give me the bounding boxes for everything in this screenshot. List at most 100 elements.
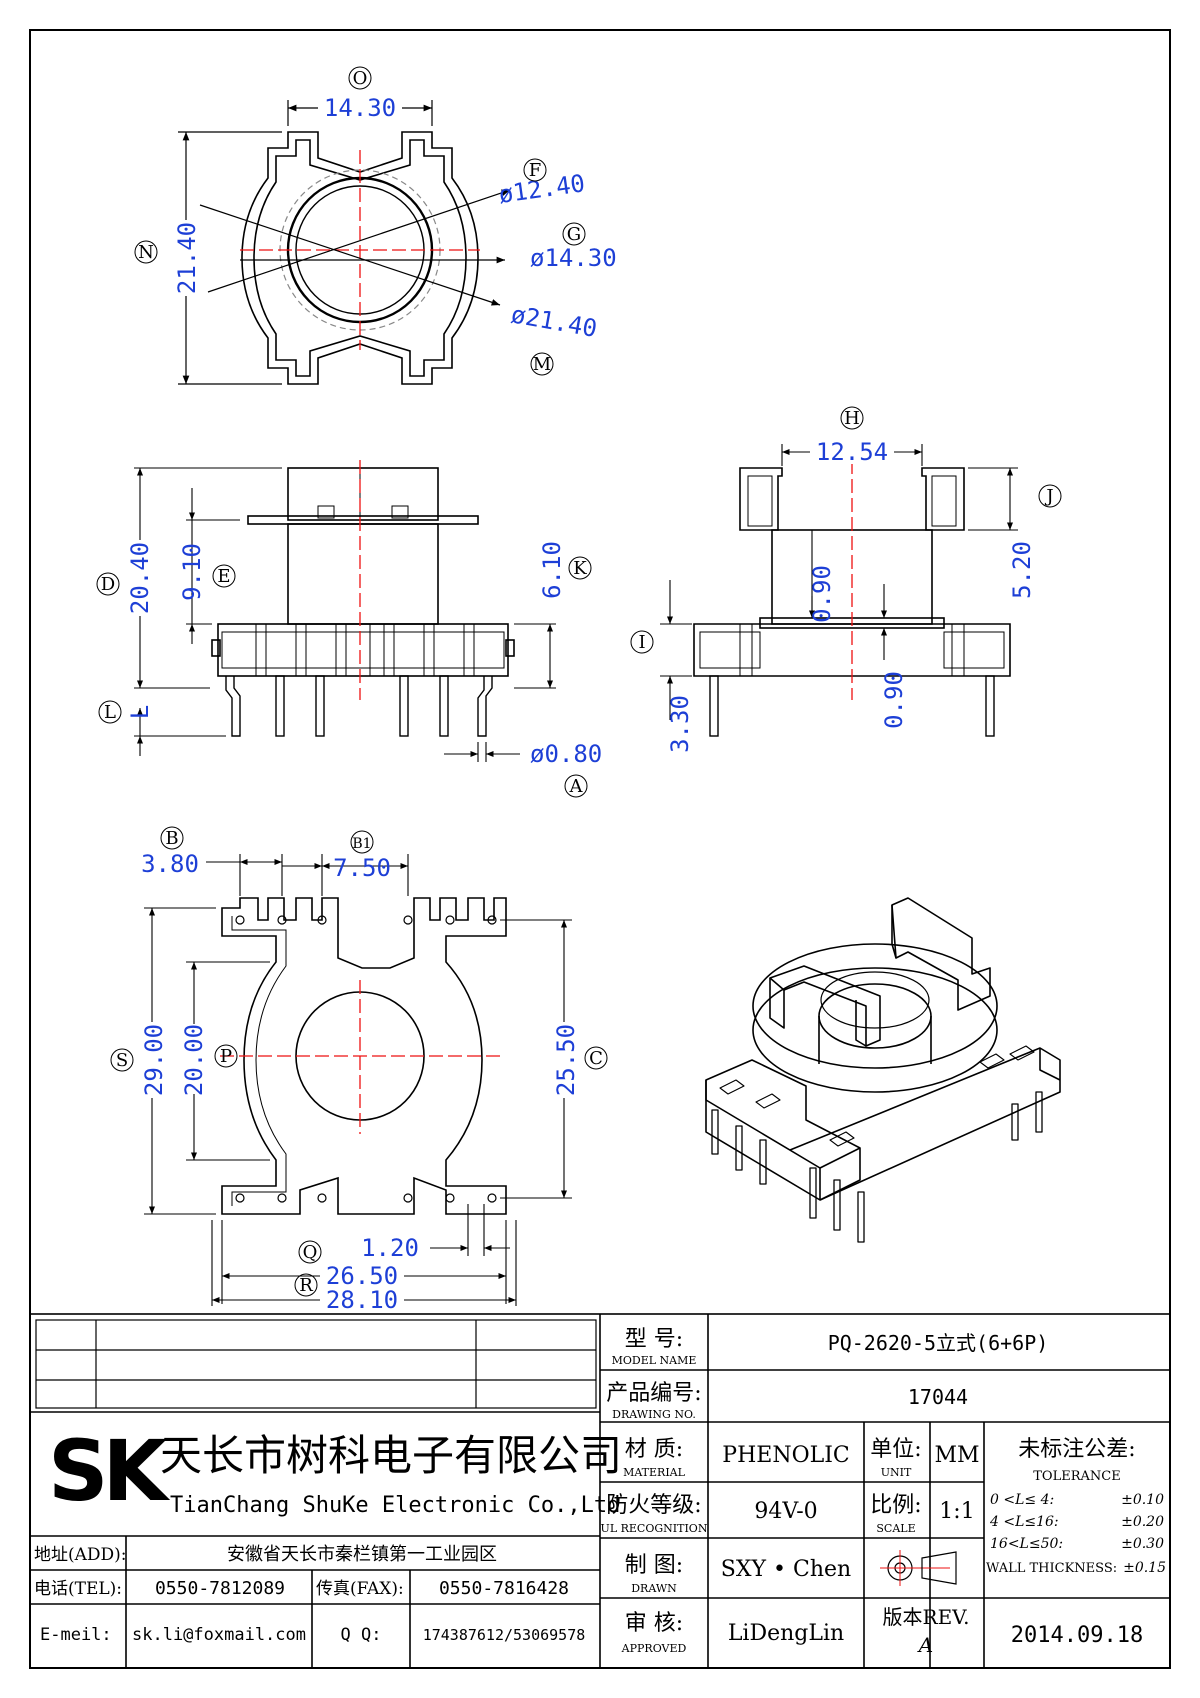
unit-label-en: UNIT: [881, 1466, 912, 1479]
dim-diameter-inner: ø12.40: [497, 169, 587, 209]
svg-text:F: F: [529, 160, 542, 181]
tolerance-value-1: ±0.10: [1121, 1492, 1164, 1508]
svg-text:L: L: [104, 702, 116, 723]
dim-diameter-outer: ø21.40: [509, 300, 599, 343]
label-D: D: [96, 572, 120, 596]
model-label-en: MODEL NAME: [612, 1354, 697, 1367]
svg-text:B1: B1: [352, 836, 371, 852]
email-label: E-meil:: [40, 1625, 112, 1645]
label-B: B: [160, 826, 184, 850]
bottom-view-annotations: 3.80 7.50 29.00 20.00 25.50 1.20 26.50 2…: [110, 826, 608, 1314]
material-value: PHENOLIC: [722, 1443, 849, 1468]
svg-text:S: S: [116, 1050, 128, 1071]
svg-text:B: B: [165, 828, 178, 849]
isometric-view: [705, 897, 1061, 1243]
dim-bottom-pitch-b: 3.80: [141, 850, 199, 878]
label-J: J: [1038, 484, 1062, 508]
approved-label-en: APPROVED: [621, 1642, 687, 1655]
unit-label: 单位:: [870, 1437, 921, 1462]
unit-value: MM: [934, 1443, 979, 1468]
qq-value: 174387612/53069578: [423, 1626, 586, 1644]
approved-label: 审 核:: [625, 1611, 683, 1636]
svg-text:C: C: [589, 1048, 603, 1069]
svg-text:Q: Q: [303, 1242, 318, 1263]
dim-bottom-total-h: 29.00: [140, 1024, 168, 1096]
dim-front-flange: 9.10: [178, 543, 206, 601]
label-G: G: [562, 222, 586, 246]
tolerance-value-3: ±0.30: [1121, 1536, 1164, 1552]
dim-bottom-slot: 1.20: [361, 1234, 419, 1262]
label-N: N: [134, 240, 158, 264]
title-block: [29, 1313, 1171, 1669]
svg-text:J: J: [1044, 486, 1053, 507]
drawing-value: 17044: [908, 1385, 968, 1409]
addr-value: 安徽省天长市秦栏镇第一工业园区: [227, 1544, 497, 1565]
label-E: E: [212, 564, 236, 588]
approved-value: LiDengLin: [728, 1621, 844, 1646]
svg-text:O: O: [353, 68, 368, 89]
svg-text:R: R: [299, 1275, 313, 1296]
dim-side-flange-2: 0.90: [880, 671, 908, 729]
dim-side-base: 3.30: [666, 695, 694, 753]
tolerance-value-4: ±0.15: [1123, 1560, 1166, 1576]
material-label: 材 质:: [625, 1437, 683, 1462]
side-view: [660, 444, 1018, 737]
dim-top-width: 14.30: [324, 94, 396, 122]
label-F: F: [523, 158, 547, 182]
drawn-label: 制 图:: [625, 1553, 683, 1578]
tolerance-title-en: TOLERANCE: [1033, 1469, 1120, 1484]
svg-text:K: K: [573, 558, 587, 579]
label-Q: Q: [298, 1240, 322, 1264]
label-B1: B1: [350, 830, 374, 854]
drawing-label-en: DRAWING NO.: [612, 1408, 696, 1421]
rev-label: 版本REV.: [883, 1605, 970, 1629]
rev-value: A: [917, 1633, 933, 1657]
svg-text:E: E: [217, 566, 230, 587]
fax-label: 传真(FAX):: [316, 1579, 404, 1599]
svg-text:H: H: [844, 408, 860, 429]
scale-value: 1:1: [939, 1499, 974, 1524]
label-P: P: [214, 1044, 238, 1068]
tel-value: 0550-7812089: [155, 1578, 285, 1599]
svg-text:G: G: [567, 224, 581, 245]
date-value: 2014.09.18: [1011, 1623, 1143, 1648]
svg-text:P: P: [220, 1046, 232, 1067]
fax-value: 0550-7816428: [439, 1578, 569, 1599]
addr-label: 地址(ADD):: [34, 1545, 127, 1565]
dim-bottom-pitch-b1: 7.50: [333, 854, 391, 882]
label-C: C: [584, 1046, 608, 1070]
dim-side-width: 12.54: [816, 438, 888, 466]
svg-text:A: A: [569, 776, 584, 797]
tel-label: 电话(TEL):: [34, 1579, 122, 1599]
material-label-en: MATERIAL: [623, 1466, 686, 1479]
tolerance-value-2: ±0.20: [1121, 1514, 1164, 1530]
ul-label-en: UL RECOGNITION: [601, 1522, 708, 1535]
title-block-text: SK 天长市树科电子有限公司 TianChang ShuKe Electroni…: [34, 1327, 1166, 1657]
front-view: [134, 460, 556, 762]
svg-text:M: M: [533, 354, 551, 375]
label-H: H: [840, 406, 864, 430]
label-K: K: [568, 556, 592, 580]
label-S: S: [110, 1048, 134, 1072]
dim-bottom-pin-span: 26.50: [326, 1262, 398, 1290]
svg-text:N: N: [138, 242, 154, 263]
dim-front-side: 6.10: [538, 541, 566, 599]
svg-text:I: I: [638, 632, 645, 653]
model-label: 型 号:: [625, 1327, 683, 1352]
company-name-en: TianChang ShuKe Electronic Co.,Ltd: [170, 1493, 620, 1518]
dim-front-total-height: 20.40: [126, 542, 154, 614]
side-view-annotations: 12.54 5.20 0.90 0.90 3.30 H J I: [630, 406, 1062, 753]
label-M: M: [530, 352, 554, 376]
bottom-view: [144, 854, 572, 1306]
dim-front-pin-length: L: [126, 705, 154, 719]
tolerance-range-2: 4 <L≤16:: [989, 1514, 1059, 1530]
dim-diameter-mid: ø14.30: [530, 244, 617, 272]
ul-label: 防火等级:: [606, 1493, 701, 1518]
tolerance-title: 未标注公差:: [1018, 1437, 1135, 1462]
label-R: R: [294, 1273, 318, 1297]
svg-text:D: D: [101, 574, 115, 595]
scale-label-en: SCALE: [876, 1522, 915, 1535]
dim-bottom-pin-row: 25.50: [552, 1024, 580, 1096]
dim-side-upper: 5.20: [1008, 541, 1036, 599]
